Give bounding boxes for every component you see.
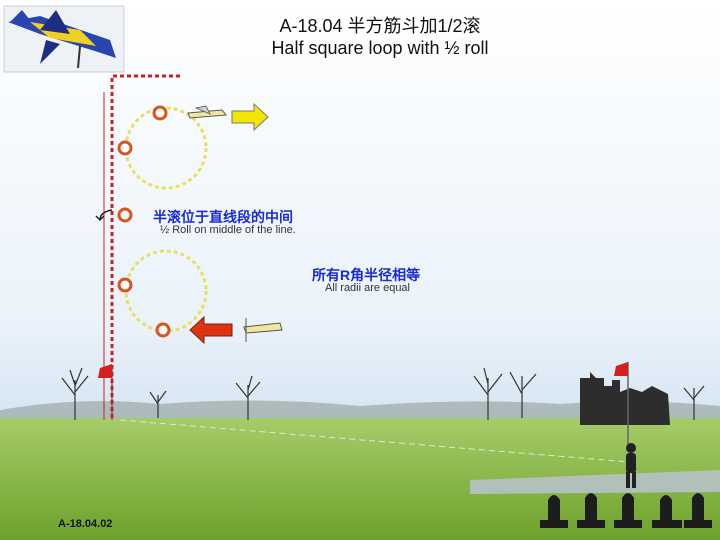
flight-path — [103, 74, 180, 420]
exit-arrow — [231, 102, 269, 132]
figure-title-en: Half square loop with ½ roll — [271, 38, 489, 58]
plane-icon — [3, 5, 125, 73]
radii-note-cn: 所有R角半径相等 — [312, 267, 421, 283]
figure-code: A-18.04.02 — [58, 518, 113, 530]
figure-title-cn: A-18.04 半方筋斗加1/2滚 — [279, 16, 481, 36]
plane-icon — [243, 318, 283, 342]
castle-icon — [580, 372, 670, 425]
roll-note-en: ½ Roll on middle of the line. — [160, 224, 296, 236]
radii-note-en: All radii are equal — [325, 282, 410, 294]
pilot-icon — [626, 443, 636, 488]
flag-icon — [614, 362, 629, 450]
roll-note-cn: 半滚位于直线段的中间 — [153, 209, 293, 225]
half-roll-indicator — [95, 209, 113, 222]
entry-arrow — [189, 315, 233, 345]
runway-strip — [470, 470, 720, 494]
radius-markers — [117, 105, 171, 338]
plane-icon — [187, 105, 227, 119]
spectator-icon — [540, 493, 712, 528]
tree-icon — [61, 367, 705, 420]
ground-reference-line — [119, 419, 631, 463]
radius-circles — [124, 106, 208, 333]
